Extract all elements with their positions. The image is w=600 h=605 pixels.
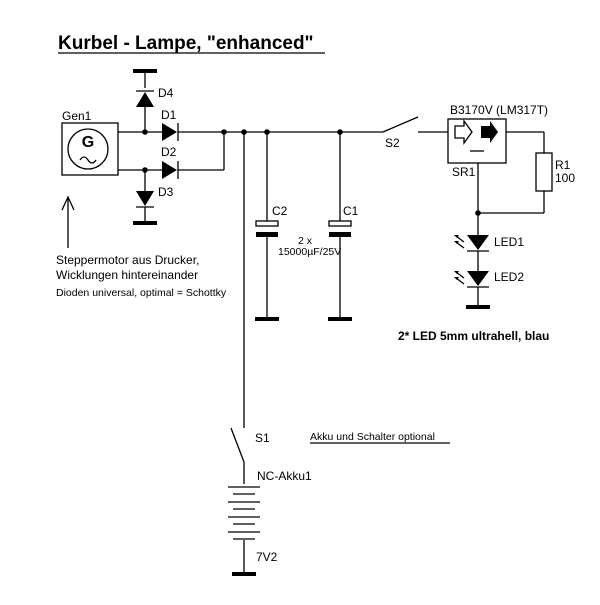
- generator-symbol: G: [82, 134, 94, 151]
- generator-wave-icon: [79, 156, 97, 164]
- generator-ref: Gen1: [62, 109, 92, 123]
- regulator-ref: SR1: [452, 165, 476, 179]
- page-title: Kurbel - Lampe, "enhanced": [58, 33, 314, 54]
- battery-note: Akku und Schalter optional: [310, 431, 435, 443]
- c2-ground-bar: [255, 317, 279, 321]
- regulator-sr1: [447, 118, 507, 164]
- led-note: 2* LED 5mm ultrahell, blau: [398, 329, 549, 343]
- led2-label: LED2: [494, 270, 524, 284]
- c1-ground-bar: [328, 317, 352, 321]
- cap-value-line1: 2 x: [298, 235, 313, 247]
- led1: [467, 235, 489, 250]
- regulator-input-arrow-icon: [454, 119, 473, 145]
- led-ground-bar: [466, 305, 490, 309]
- motor-note-line1: Steppermotor aus Drucker,: [56, 253, 199, 267]
- c2-label: C2: [272, 204, 288, 218]
- d3-label: D3: [158, 185, 174, 199]
- battery-ground-bar: [232, 572, 256, 576]
- battery-nc-akku1: [228, 486, 260, 540]
- capacitor-c2-minus: [256, 232, 278, 237]
- r1-ref: R1: [555, 158, 571, 172]
- switch-s1: [230, 427, 245, 463]
- resistor-r1: [535, 152, 553, 192]
- capacitor-c1-plus: [328, 220, 352, 227]
- led2-light-icon: [454, 271, 465, 285]
- led1-light-icon: [454, 235, 465, 249]
- generator: G Gen1: [61, 109, 119, 176]
- diode-d1: [162, 123, 177, 141]
- capacitor-c1-minus: [329, 232, 351, 237]
- s1-label: S1: [255, 431, 270, 445]
- switch-s2: [382, 116, 419, 133]
- regulator-output-arrow-icon: [481, 121, 498, 143]
- regulator-name: B3170V (LM317T): [450, 103, 548, 117]
- capacitor-c2-plus: [255, 220, 279, 227]
- d1-label: D1: [161, 108, 177, 122]
- diode-d2: [162, 161, 177, 179]
- d4-ground-bar: [133, 69, 157, 73]
- motor-arrow-head: [61, 195, 75, 211]
- cap-value-line2: 15000µF/25V: [278, 246, 341, 258]
- r1-value: 100: [555, 171, 575, 185]
- motor-note-line2: Wicklungen hintereinander: [56, 268, 198, 282]
- c1-label: C1: [343, 204, 359, 218]
- diode-d3: [136, 191, 154, 206]
- battery-ref: NC-Akku1: [257, 469, 312, 483]
- diode-note: Dioden universal, optimal = Schottky: [56, 287, 227, 299]
- d4-label: D4: [158, 86, 174, 100]
- led1-label: LED1: [494, 235, 524, 249]
- diode-d4: [136, 92, 154, 107]
- led2: [467, 271, 489, 286]
- battery-voltage: 7V2: [256, 550, 278, 564]
- s2-label: S2: [385, 136, 400, 150]
- d2-label: D2: [161, 145, 177, 159]
- d3-ground-bar: [133, 221, 157, 225]
